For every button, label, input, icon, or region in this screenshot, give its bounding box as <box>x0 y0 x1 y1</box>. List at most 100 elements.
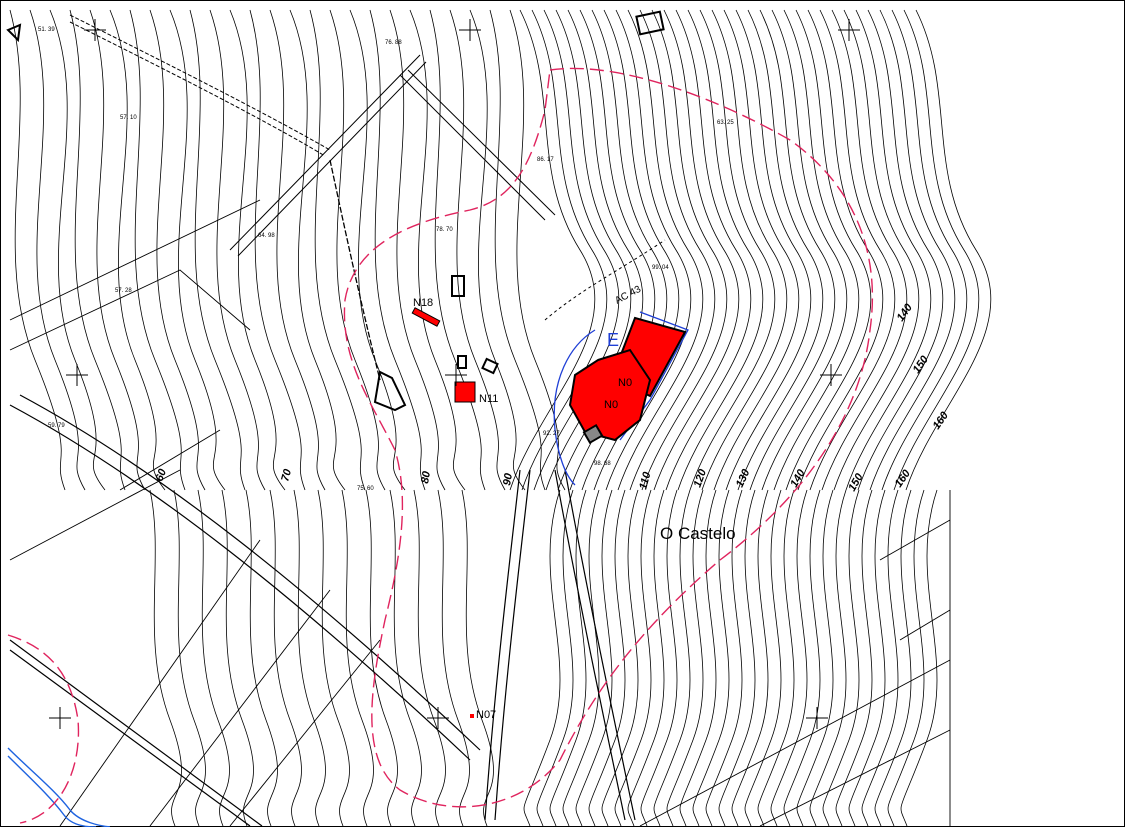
contour-line <box>653 489 691 827</box>
parcel-line <box>9 269 251 351</box>
contour-label: 80 <box>419 470 433 485</box>
spot-height: 98. 68 <box>594 461 611 467</box>
contour-line <box>437 489 470 827</box>
spot-height: 75. 60 <box>357 486 374 492</box>
contour-line <box>309 9 366 491</box>
contour-line <box>833 9 920 491</box>
parcel-lines <box>9 199 951 827</box>
contour-line <box>845 9 932 491</box>
contour-line <box>617 9 704 491</box>
parcel-line <box>119 429 221 491</box>
roads <box>9 14 666 827</box>
contour-line <box>89 9 146 491</box>
contour-line <box>149 9 206 491</box>
contour-line <box>413 489 446 827</box>
contour-line <box>893 9 980 491</box>
contour-line <box>389 9 446 491</box>
parcel-line <box>899 609 951 641</box>
spot-height: 59. 79 <box>48 423 65 429</box>
contour-line <box>848 489 886 827</box>
contour-line <box>269 9 326 491</box>
contour-line <box>409 9 466 491</box>
contour-line <box>887 489 925 827</box>
contour-line <box>665 9 752 491</box>
contour-line <box>744 489 782 827</box>
contour-line <box>821 9 908 491</box>
spot-height: 86. 17 <box>537 157 554 163</box>
contour-line <box>509 9 566 491</box>
contour-line <box>9 9 66 491</box>
contour-line <box>109 9 166 491</box>
contour-line <box>197 489 230 827</box>
site-label: N0 <box>604 399 618 411</box>
contour-line <box>701 9 788 491</box>
contour-line <box>731 489 769 827</box>
contour-line <box>349 9 406 491</box>
site-footprints <box>411 307 687 718</box>
contour-line <box>562 489 600 827</box>
contour-line <box>289 9 346 491</box>
spot-height: 76. 88 <box>385 40 402 46</box>
contour-line <box>881 9 968 491</box>
contour-line <box>773 9 860 491</box>
contour-line <box>341 489 374 827</box>
contour-line <box>713 9 800 491</box>
contour-line <box>666 489 704 827</box>
contour-line <box>797 9 884 491</box>
spot-height: 99. 04 <box>652 265 669 271</box>
contour-label: 90 <box>501 472 515 487</box>
contour-line <box>129 9 186 491</box>
parcel-line <box>59 539 261 827</box>
contour-label: 70 <box>279 467 294 483</box>
contour-line <box>49 9 106 491</box>
contour-line <box>469 9 526 491</box>
contour-line <box>679 489 717 827</box>
spot-height: 57. 28 <box>115 288 132 294</box>
contour-line <box>857 9 944 491</box>
contour-line <box>389 489 422 827</box>
contour-line <box>900 489 938 827</box>
contour-line <box>521 9 608 491</box>
grid-crosses <box>49 19 860 729</box>
contour-line <box>523 489 561 827</box>
contour-line <box>809 489 847 827</box>
contour-line <box>69 9 126 491</box>
zone-label: E <box>607 330 619 350</box>
contour-line <box>149 489 182 827</box>
river <box>7 747 111 828</box>
contour-line <box>783 489 821 827</box>
contour-line <box>705 489 743 827</box>
contour-line <box>429 9 486 491</box>
contour-line <box>588 489 626 827</box>
contour-line <box>627 489 665 827</box>
contour-line <box>629 9 716 491</box>
contour-line <box>770 489 808 827</box>
contour-line <box>29 9 86 491</box>
site-label: N18 <box>413 297 433 309</box>
contour-label: 60 <box>154 467 170 483</box>
parcel-line <box>149 589 331 827</box>
contour-line <box>169 9 226 491</box>
site-label: N07 <box>476 709 496 721</box>
contour-line <box>718 489 756 827</box>
contour-line <box>785 9 872 491</box>
contour-line <box>449 9 506 491</box>
spot-height: 92. 27 <box>543 431 560 437</box>
contour-line <box>369 9 426 491</box>
contour-line <box>692 489 730 827</box>
site-label: N0 <box>618 377 632 389</box>
contour-line <box>869 9 956 491</box>
contour-line <box>249 9 306 491</box>
contour-line <box>653 9 740 491</box>
parcel-line <box>9 199 261 321</box>
contour-line <box>905 9 992 491</box>
contour-line <box>365 489 398 827</box>
spot-height: 51. 39 <box>38 27 55 33</box>
contour-label: 110 <box>637 470 653 491</box>
contour-line <box>677 9 764 491</box>
spot-height: 63. 25 <box>717 120 734 126</box>
contour-line <box>725 9 812 491</box>
